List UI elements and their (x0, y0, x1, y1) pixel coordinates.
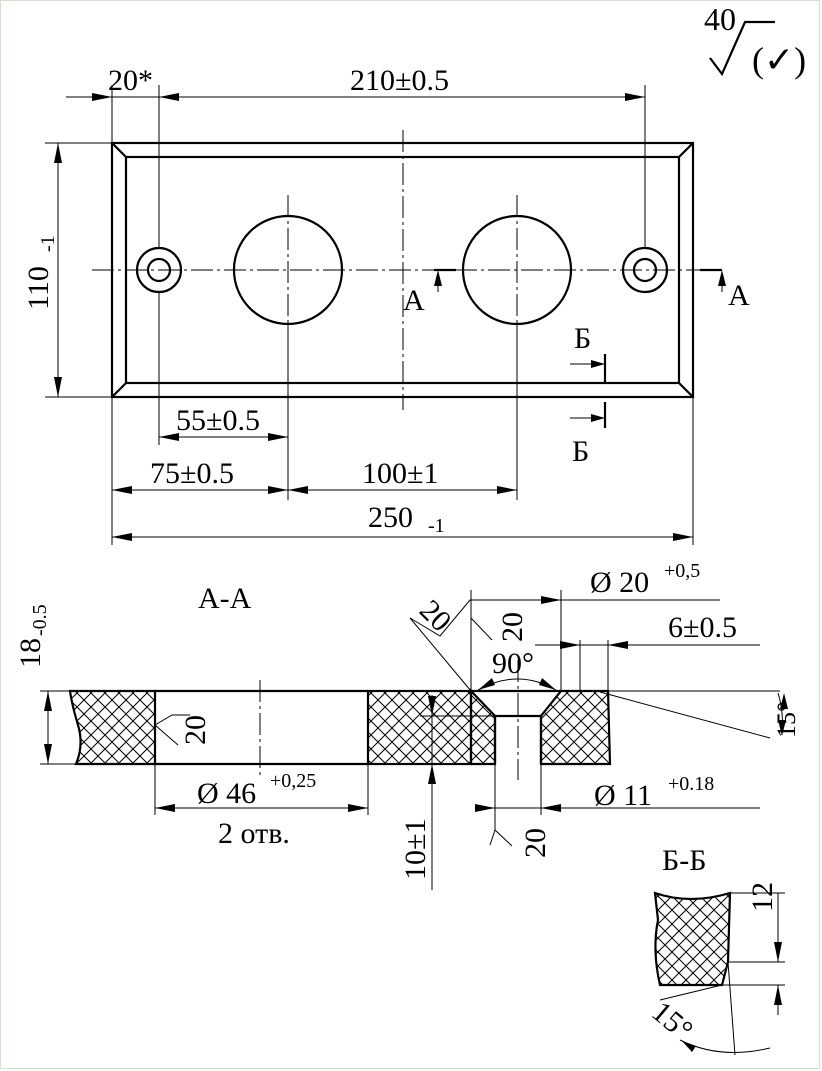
dim-6: 6±0.5 (668, 611, 737, 644)
dim-18-tol: -0.5 (29, 604, 51, 636)
rough-20-top-a: 20 (413, 594, 458, 639)
dim-210: 210±0.5 (350, 64, 449, 97)
rough-20-left: 20 (179, 715, 212, 745)
dim-250-tol: -1 (428, 515, 445, 537)
dim-d20-tol: +0,5 (664, 560, 700, 582)
dim-d46: Ø 46 (197, 777, 256, 810)
dim-250: 250 (368, 501, 413, 534)
section-aa: A-A 15° 18 -0.5 20 Ø 4 (14, 560, 801, 890)
dim-110-tol: -1 (37, 235, 59, 252)
section-body-left (68, 689, 157, 766)
dim-20-star: 20* (108, 64, 153, 97)
roughness-symbol: 40 (✓) (704, 1, 806, 80)
roughness-value: 40 (704, 1, 736, 37)
rough-20-top-b: 20 (496, 612, 529, 642)
dim-d11: Ø 11 (594, 779, 652, 812)
small-hole-left-inner (146, 257, 172, 283)
dim-d20: Ø 20 (590, 566, 649, 599)
section-bb-body (653, 891, 732, 987)
section-aa-title: A-A (198, 582, 252, 615)
angle-15-aa: 15° (772, 702, 801, 738)
section-b-bottom-label: Б (572, 435, 589, 468)
section-a-left-label: A (403, 284, 425, 317)
rough-20-bottom: 20 (519, 828, 552, 858)
section-b-top-label: Б (574, 322, 591, 355)
dim-12: 12 (746, 882, 779, 912)
roughness-alt: (✓) (752, 40, 806, 80)
holes-note: 2 отв. (218, 817, 290, 850)
dim-d46-tol: +0,25 (270, 770, 316, 792)
section-body-middle (366, 689, 473, 766)
angle-90: 90° (492, 647, 534, 680)
dim-18: 18 (14, 638, 47, 668)
dim-110: 110 (22, 266, 55, 310)
dim-55: 55±0.5 (176, 404, 260, 437)
small-hole-right-inner (632, 257, 658, 283)
section-body-right (539, 689, 612, 766)
dim-d11-tol: +0.18 (668, 773, 714, 795)
angle-15-bb: 15° (646, 995, 699, 1047)
plan-view: 20* 210±0.5 110 -1 55±0.5 75±0.5 100±1 2… (22, 64, 750, 545)
dim-10: 10±1 (399, 819, 432, 880)
section-bb: Б-Б 12 15° (646, 844, 785, 1056)
dim-75: 75±0.5 (150, 457, 234, 490)
section-a-right-label: A (728, 279, 750, 312)
section-bb-title: Б-Б (662, 844, 706, 877)
dim-100: 100±1 (362, 457, 438, 490)
